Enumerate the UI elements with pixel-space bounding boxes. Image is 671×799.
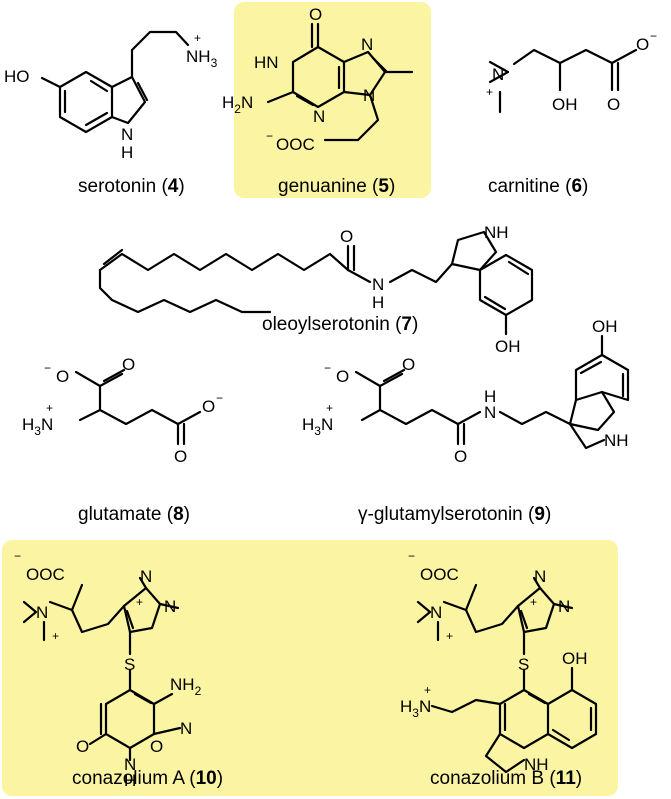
structure-carnitine: N + OH O O − (486, 29, 657, 114)
conazolium-a-carboxylate: OOC (26, 565, 65, 584)
glutamate-gamma-carbonyl-o: O (174, 447, 187, 466)
conazolium-b-hydroxyl: OH (562, 649, 588, 668)
caption-carnitine: carnitine (6) (488, 176, 588, 197)
glutamylserotonin-alpha-o-minus: O (336, 367, 349, 386)
caption-conazolium-b: conazolium B (11) (430, 768, 582, 789)
genuanine-n3: N (313, 107, 325, 126)
conazolium-a-carbonyl-o2: O (150, 737, 163, 756)
conazolium-b-thioether: S (518, 655, 529, 674)
serotonin-ammonium-charge: + (194, 31, 201, 45)
glutamylserotonin-ammonium: H3N (302, 415, 333, 438)
glutamate-gamma-o-charge: − (216, 391, 223, 405)
glutamylserotonin-amide-h: H (484, 387, 496, 406)
caption-genuanine: genuanine (5) (278, 176, 395, 197)
structure-glutamylserotonin: O − O H3N + O N H OH NH (302, 317, 630, 466)
glutamylserotonin-ammonium-charge: + (326, 401, 333, 415)
conazolium-a-imidazole-n1: N (140, 567, 152, 586)
glutamylserotonin-amide-o: O (454, 447, 467, 466)
glutamate-alpha-carbonyl-o: O (122, 355, 135, 374)
conazolium-b-imidazole-charge: + (530, 595, 537, 609)
conazolium-a-pyrimidine-n: N (180, 719, 192, 738)
conazolium-a-imidazole-charge: + (136, 595, 143, 609)
carnitine-quat-charge: + (486, 85, 493, 99)
oleoylserotonin-amide-h: H (372, 293, 384, 312)
serotonin-ammonium: NH3 (186, 47, 218, 70)
caption-glutamate: glutamate (8) (78, 504, 190, 525)
carnitine-carboxylate-o: O (636, 35, 649, 54)
conazolium-b-ammonium-charge: + (424, 683, 431, 697)
serotonin-hydroxyl: HO (4, 67, 30, 86)
conazolium-a-carboxylate-charge: − (14, 549, 21, 563)
carnitine-carbonyl-o: O (607, 95, 620, 114)
oleoylserotonin-amide-n: N (372, 275, 384, 294)
genuanine-carboxylate-charge: − (266, 129, 273, 143)
oleoylserotonin-indole-nh: NH (484, 223, 509, 242)
structure-oleoylserotonin: O N H NH OH (98, 223, 534, 356)
conazolium-b-carboxylate-charge: − (408, 549, 415, 563)
conazolium-a-quat-n: N (36, 603, 48, 622)
genuanine-hn: HN (254, 53, 279, 72)
genuanine-carboxylate: OOC (276, 135, 315, 154)
glutamate-alpha-o-charge: − (44, 361, 51, 375)
conazolium-b-ammonium: H3N (400, 697, 431, 720)
oleoylserotonin-hydroxyl: OH (495, 337, 521, 356)
serotonin-indole-n: N (121, 125, 133, 144)
glutamate-ammonium-charge: + (46, 401, 53, 415)
structure-serotonin: HO NH3 + N H (4, 30, 218, 162)
carnitine-carboxylate-charge: − (650, 29, 657, 43)
conazolium-b-indole-nh: NH (524, 755, 549, 774)
genuanine-n7: N (361, 35, 373, 54)
oleoylserotonin-carbonyl-o: O (340, 227, 353, 246)
carnitine-quat-n: N (492, 65, 504, 84)
glutamate-gamma-o-minus: O (202, 397, 215, 416)
carnitine-hydroxyl: OH (552, 95, 578, 114)
glutamylserotonin-hydroxyl: OH (592, 317, 618, 336)
genuanine-amine: H2N (222, 93, 253, 116)
conazolium-a-ring-n: N (124, 755, 136, 774)
conazolium-a-thioether: S (124, 655, 135, 674)
glutamate-ammonium: H3N (22, 415, 53, 438)
structure-conazolium-b: − OOC N + N + N S OH H3N + NH (400, 549, 598, 774)
genuanine-carbonyl-o: O (309, 5, 322, 24)
conazolium-a-amine: NH2 (170, 675, 202, 698)
glutamate-alpha-o-minus: O (56, 367, 69, 386)
caption-oleoylserotonin: oleoylserotonin (7) (262, 314, 418, 335)
conazolium-a-quat-charge: + (52, 629, 59, 643)
conazolium-b-quat-charge: + (446, 629, 453, 643)
conazolium-b-imidazole-n2: N (558, 597, 570, 616)
highlight-genuanine (234, 2, 431, 198)
genuanine-n9: N (363, 86, 375, 105)
caption-conazolium-a: conazolium A (10) (72, 768, 223, 789)
glutamylserotonin-amide-n: N (484, 403, 496, 422)
glutamylserotonin-alpha-carbonyl-o: O (402, 355, 415, 374)
conazolium-a-ring-h: H (124, 771, 136, 790)
structure-genuanine: O HN N N N H2N − OOC (222, 5, 414, 154)
structure-conazolium-a: − OOC N + N + N S NH2 N O O N H (14, 549, 202, 790)
structure-glutamate: O − O H3N + O O − (22, 355, 223, 466)
conazolium-a-imidazole-n2: N (164, 597, 176, 616)
highlight-conazolium (2, 540, 618, 796)
glutamylserotonin-indole-nh: NH (604, 431, 629, 450)
conazolium-b-carboxylate: OOC (420, 565, 459, 584)
conazolium-b-quat-n: N (430, 603, 442, 622)
conazolium-a-carbonyl-o1: O (76, 737, 89, 756)
caption-serotonin: serotonin (4) (78, 176, 185, 197)
conazolium-b-imidazole-n1: N (534, 567, 546, 586)
glutamylserotonin-alpha-o-charge: − (324, 361, 331, 375)
caption-glutamylserotonin: γ-glutamylserotonin (9) (358, 504, 551, 525)
serotonin-indole-h: H (121, 143, 133, 162)
